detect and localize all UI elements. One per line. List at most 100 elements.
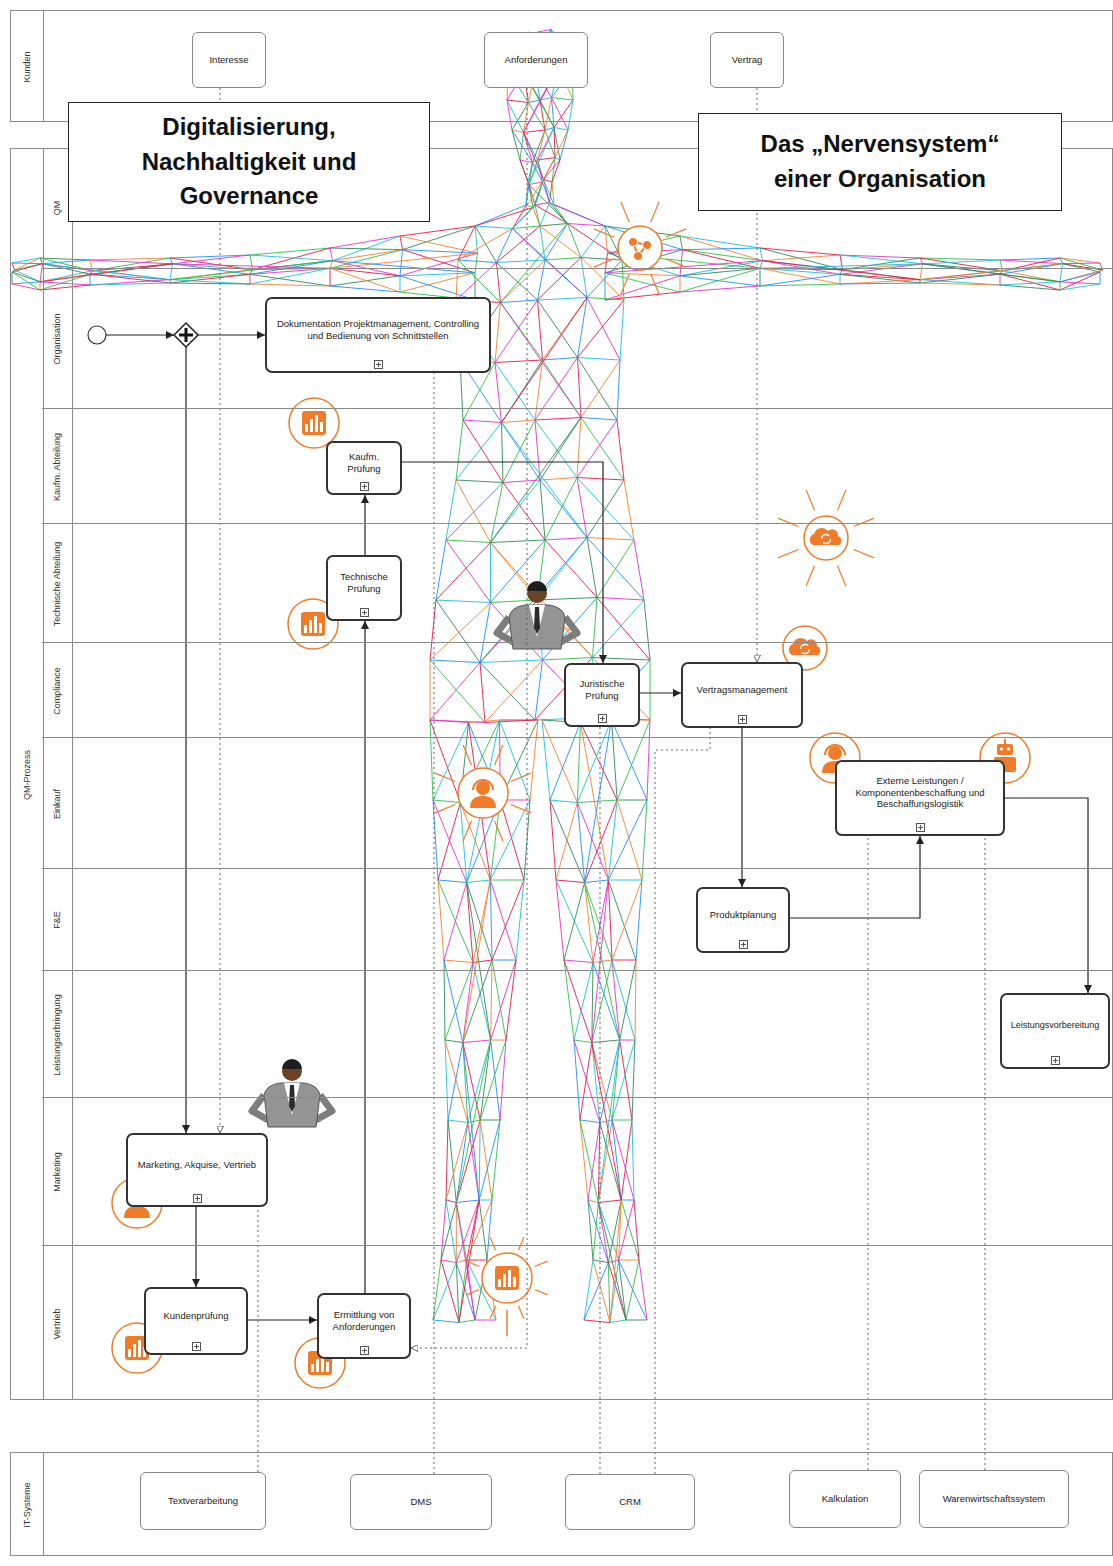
wireframe-line xyxy=(580,1120,588,1200)
box-label: DMS xyxy=(410,1496,431,1508)
wireframe-line xyxy=(619,1260,639,1261)
wireframe-line xyxy=(535,420,577,478)
wireframe-line xyxy=(580,1120,600,1123)
chart-bar xyxy=(133,1344,136,1357)
wireframe-line xyxy=(445,1040,448,1120)
wireframe-line xyxy=(605,253,608,273)
wireframe-line xyxy=(581,258,587,298)
wireframe-line xyxy=(605,273,680,292)
wireframe-line xyxy=(444,883,467,961)
cloud-shape xyxy=(810,528,842,545)
wireframe-line xyxy=(605,276,680,300)
wireframe-line xyxy=(250,274,330,286)
wireframe-line xyxy=(621,1200,639,1260)
wireframe-line xyxy=(535,418,581,421)
wireframe-line xyxy=(608,880,642,881)
wireframe-line xyxy=(1060,282,1100,284)
wireframe-line xyxy=(480,538,587,663)
wireframe-line xyxy=(587,538,634,541)
wireframe-line xyxy=(170,261,333,280)
wireframe-line xyxy=(538,298,588,301)
subprocess-marker-plus xyxy=(362,1348,367,1353)
system-box: Anforderungen xyxy=(484,32,588,88)
icon-ray xyxy=(594,259,614,267)
wireframe-line xyxy=(12,284,40,290)
wireframe-line xyxy=(480,1120,500,1121)
wireframe-line xyxy=(445,1040,463,1043)
swimlane-pool: IT-SystemeTextverarbeitungDMSCRMKalkulat… xyxy=(10,1452,1113,1556)
system-box: Textverarbeitung xyxy=(140,1472,266,1530)
wireframe-line xyxy=(497,229,513,263)
icon-ray xyxy=(854,549,874,557)
wireframe-line xyxy=(501,224,568,303)
wireframe-line xyxy=(574,1040,600,1123)
businessman-figure xyxy=(252,1059,332,1127)
box-label: Anforderungen xyxy=(505,54,568,66)
swimlane-lane: OrganisationDokumentation Projektmanagem… xyxy=(42,268,1113,408)
wireframe-line xyxy=(492,960,516,961)
wireframe-line xyxy=(456,1040,490,1203)
icon-ray xyxy=(806,566,814,586)
wireframe-line xyxy=(433,800,467,883)
subprocess-marker-frame xyxy=(916,824,924,832)
wireframe-line xyxy=(400,226,475,236)
chart-bar xyxy=(316,1359,319,1372)
wireframe-line xyxy=(430,600,436,660)
wireframe-line xyxy=(480,1040,491,1120)
wireframe-line xyxy=(552,98,574,101)
wireframe-line xyxy=(513,226,541,229)
robot-antenna xyxy=(1004,739,1006,744)
subprocess-marker xyxy=(916,823,925,832)
wireframe-line xyxy=(552,98,569,131)
wireframe-line xyxy=(448,1120,456,1203)
box-label: Produktplanung xyxy=(710,909,777,921)
wireframe-line xyxy=(588,1200,598,1203)
wireframe-line xyxy=(1000,260,1003,271)
wireframe-line xyxy=(540,418,581,481)
wireframe-line xyxy=(540,478,577,481)
system-box: Warenwirtschaftssystem xyxy=(919,1470,1069,1528)
wireframe-line xyxy=(542,720,550,800)
wireframe-line xyxy=(487,1200,492,1260)
association-line xyxy=(220,88,221,1133)
subprocess-marker-plus xyxy=(362,610,367,615)
wireframe-line xyxy=(564,960,592,1043)
wireframe-line xyxy=(468,1040,491,1123)
association-line xyxy=(655,728,710,1474)
wireframe-line xyxy=(577,418,581,478)
wireframe-line xyxy=(538,598,598,601)
wireframe-line xyxy=(680,276,681,292)
subprocess-marker xyxy=(598,714,607,723)
wireframe-line xyxy=(506,960,516,1040)
support-head xyxy=(828,746,842,760)
wireframe-line xyxy=(840,280,920,284)
wireframe-line xyxy=(626,1320,647,1321)
wireframe-line xyxy=(581,418,617,421)
wireframe-line xyxy=(490,880,492,960)
wireframe-line xyxy=(430,603,491,661)
wireframe-line xyxy=(495,363,535,421)
robot-eye xyxy=(1007,747,1010,750)
wireframe-line xyxy=(495,360,543,363)
box-label: Dokumentation Projektmanagement, Control… xyxy=(272,318,484,342)
wireframe-line xyxy=(556,880,593,963)
chart-bar xyxy=(314,616,317,633)
icon-ray xyxy=(837,490,845,510)
wireframe-line xyxy=(608,880,636,960)
wireframe-line xyxy=(578,300,625,358)
wireframe-line xyxy=(535,358,578,421)
wireframe-line xyxy=(491,543,593,658)
gateway-plus xyxy=(179,328,193,342)
wireframe-line xyxy=(581,258,622,261)
wireframe-line xyxy=(840,283,920,284)
wireframe-line xyxy=(456,1203,475,1321)
wireframe-line xyxy=(610,1200,621,1323)
cloud-shape xyxy=(789,638,821,655)
pool-label: IT-Systeme xyxy=(22,1482,32,1528)
wireframe-line xyxy=(550,723,581,801)
wireframe-line xyxy=(545,98,552,131)
chart-bar xyxy=(508,1270,511,1287)
wireframe-line xyxy=(920,280,921,283)
wireframe-line xyxy=(513,229,588,298)
box-label: Kalkulation xyxy=(822,1493,868,1505)
